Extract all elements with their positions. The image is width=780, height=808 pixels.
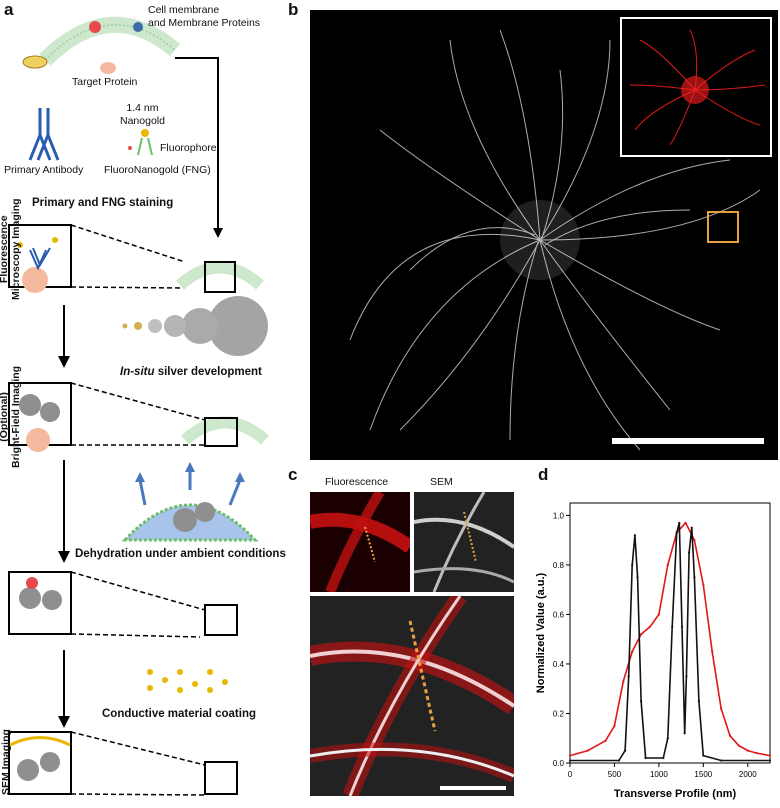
data-point: [693, 576, 696, 579]
series-line-1: [570, 522, 770, 762]
data-point: [657, 613, 660, 616]
y-tick-label: 0.0: [553, 759, 565, 768]
y-tick-label: 0.6: [553, 610, 565, 619]
nanogold-label: 1.4 nm Nanogold: [120, 102, 165, 127]
data-point: [755, 751, 758, 755]
microtubule-network: [349, 29, 761, 451]
data-point: [688, 551, 691, 554]
x-tick-label: 0: [568, 770, 573, 779]
x-tick-label: 2000: [739, 770, 757, 779]
zoom-box: [707, 211, 739, 243]
x-tick-label: 500: [608, 770, 622, 779]
data-point: [631, 563, 634, 567]
data-point: [662, 756, 665, 760]
step-dehydration: Dehydration under ambient conditions: [75, 548, 286, 560]
data-point: [702, 583, 705, 586]
data-point: [711, 650, 714, 653]
step-silver: In-situ silver development: [120, 366, 262, 378]
data-point: [666, 737, 669, 740]
fng-label: FluoroNanogold (FNG): [104, 164, 211, 176]
data-point: [680, 625, 684, 628]
data-point: [720, 759, 723, 762]
panel-b-label: b: [288, 0, 299, 19]
x-tick-label: 1500: [694, 770, 712, 779]
data-point: [720, 707, 723, 710]
data-point: [693, 539, 696, 542]
data-point: [613, 724, 616, 727]
side-fluor-line2: Microscopy Imaging: [10, 198, 22, 300]
sem-image: [413, 491, 516, 593]
target-protein-label: Target Protein: [72, 76, 138, 88]
data-point: [678, 521, 681, 524]
fluorescence-image: [308, 489, 415, 594]
data-point: [627, 675, 630, 678]
scale-bar-b: [612, 438, 764, 444]
data-point: [633, 534, 636, 537]
data-point: [683, 732, 686, 735]
step-coating: Conductive material coating: [102, 708, 257, 720]
plot-frame: [569, 502, 771, 764]
data-point: [604, 739, 607, 742]
data-point: [737, 744, 740, 747]
data-point: [568, 759, 572, 762]
data-point: [728, 734, 732, 737]
data-point: [617, 759, 620, 762]
side-fluor-line1: Fluorescence: [0, 215, 10, 284]
step-silver-rest: silver development: [154, 366, 262, 378]
x-tick-label: 1000: [650, 770, 668, 779]
microtubule-image: [310, 10, 778, 460]
panel-c-label: c: [288, 465, 298, 484]
y-tick-label: 0.8: [553, 561, 565, 570]
side-bf-line2: Bright-Field Imaging: [10, 365, 22, 468]
data-point: [684, 521, 687, 524]
data-point: [768, 754, 772, 757]
data-point: [746, 749, 749, 752]
data-point: [568, 754, 572, 757]
data-point: [768, 759, 772, 762]
data-point: [644, 756, 647, 760]
overlay-image: [308, 591, 520, 799]
step-staining: Primary and FNG staining: [32, 197, 174, 209]
sem-label: SEM: [430, 476, 453, 488]
data-point: [640, 633, 643, 636]
data-point: [666, 563, 669, 567]
profile-chart: 0 500 1000 1500 2000 0.0 0.2 0.4 0.6 0.8 1.0 Trans…: [535, 502, 772, 800]
data-point: [622, 680, 625, 683]
schematic-art: [8, 16, 269, 796]
y-tick-label: 0.2: [553, 709, 565, 718]
primary-antibody-label: Primary Antibody: [4, 164, 84, 176]
y-tick-label: 0.4: [553, 660, 565, 669]
membrane-label: Cell membrane and Membrane Proteins: [148, 4, 261, 29]
data-point: [640, 699, 643, 703]
y-axis-label: Normalized Value (a.u.): [535, 572, 547, 693]
y-tick-label: 1.0: [553, 511, 565, 520]
data-point: [697, 699, 700, 703]
side-label-brightfield: (Optional) Bright-Field Imaging: [0, 366, 22, 468]
data-point: [631, 650, 634, 653]
data-point: [690, 526, 693, 529]
data-point: [624, 749, 627, 752]
fluorescence-label: Fluorescence: [325, 476, 389, 488]
series-line-0: [569, 521, 771, 757]
data-point: [685, 675, 688, 678]
data-point: [675, 531, 678, 534]
panel-d-label: d: [538, 465, 549, 484]
side-label-fluorescence: Fluorescence Microscopy Imaging: [0, 198, 22, 300]
data-point: [586, 749, 589, 752]
step-silver-italic: In-situ: [120, 366, 155, 378]
data-point: [671, 625, 674, 628]
panel-a-label: a: [4, 0, 14, 19]
side-label-sem: SEM Imaging: [0, 729, 12, 795]
data-point: [702, 754, 705, 757]
fluorophore-label: Fluorophore: [160, 142, 217, 154]
data-point: [636, 576, 639, 579]
side-bf-line1: (Optional): [0, 392, 10, 442]
x-axis-label: Transverse Profile (nm): [614, 788, 737, 800]
data-point: [648, 625, 652, 628]
